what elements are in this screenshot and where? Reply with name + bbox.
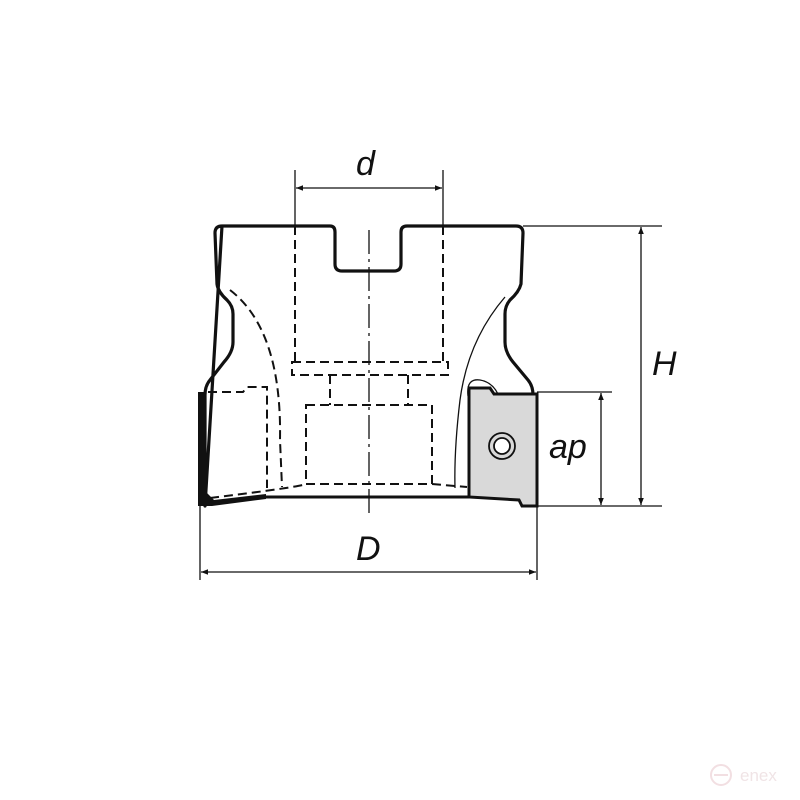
ap-label: ap — [549, 428, 587, 466]
extension-lines — [199, 170, 662, 580]
insert-screw-icon — [488, 432, 516, 460]
D-label: D — [356, 530, 381, 568]
H-label: H — [652, 345, 677, 383]
d-label: d — [356, 145, 376, 183]
insert-screw-hole — [493, 437, 511, 455]
enex-watermark-logo: enex — [710, 764, 777, 786]
watermark-text: enex — [740, 766, 777, 785]
left-insert — [198, 392, 266, 506]
cutter-body-outline — [203, 224, 535, 508]
insert-seat-curve — [467, 379, 499, 397]
chip-pocket-curve — [454, 296, 506, 489]
hidden-lines — [208, 226, 468, 499]
